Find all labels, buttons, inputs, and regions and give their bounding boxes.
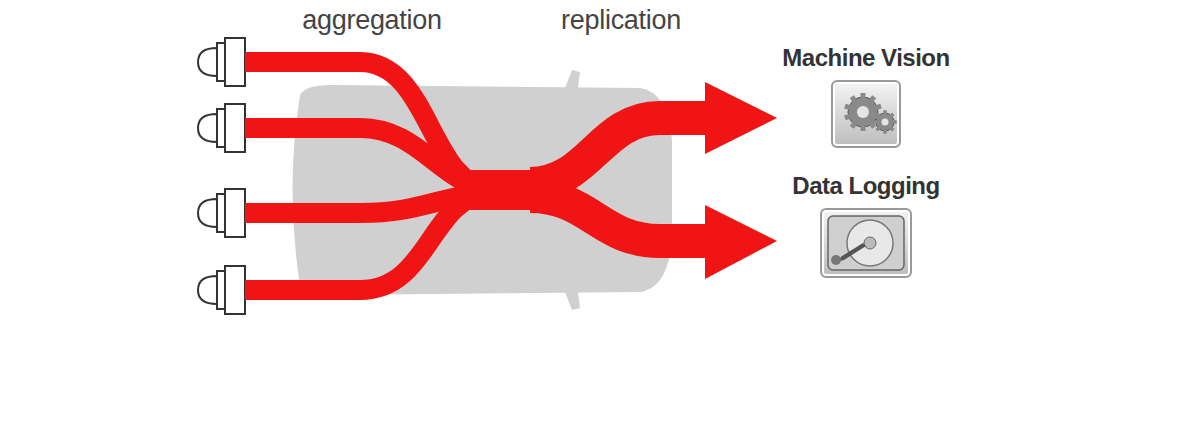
gear-icon [833, 82, 899, 146]
stage-label: aggregation [302, 5, 441, 36]
output-node: Data Logging [792, 172, 939, 278]
icon-box [820, 208, 912, 278]
camera-icons [198, 38, 245, 314]
arrowheads [705, 82, 777, 279]
node-heading: Data Logging [792, 172, 939, 200]
hard-disk-icon [822, 210, 910, 276]
car-silhouette [293, 70, 673, 310]
stage-label: replication [561, 5, 681, 36]
data-stream [245, 62, 712, 290]
icon-box [831, 80, 901, 148]
node-heading: Machine Vision [782, 44, 949, 72]
output-node: Machine Vision [782, 44, 949, 148]
